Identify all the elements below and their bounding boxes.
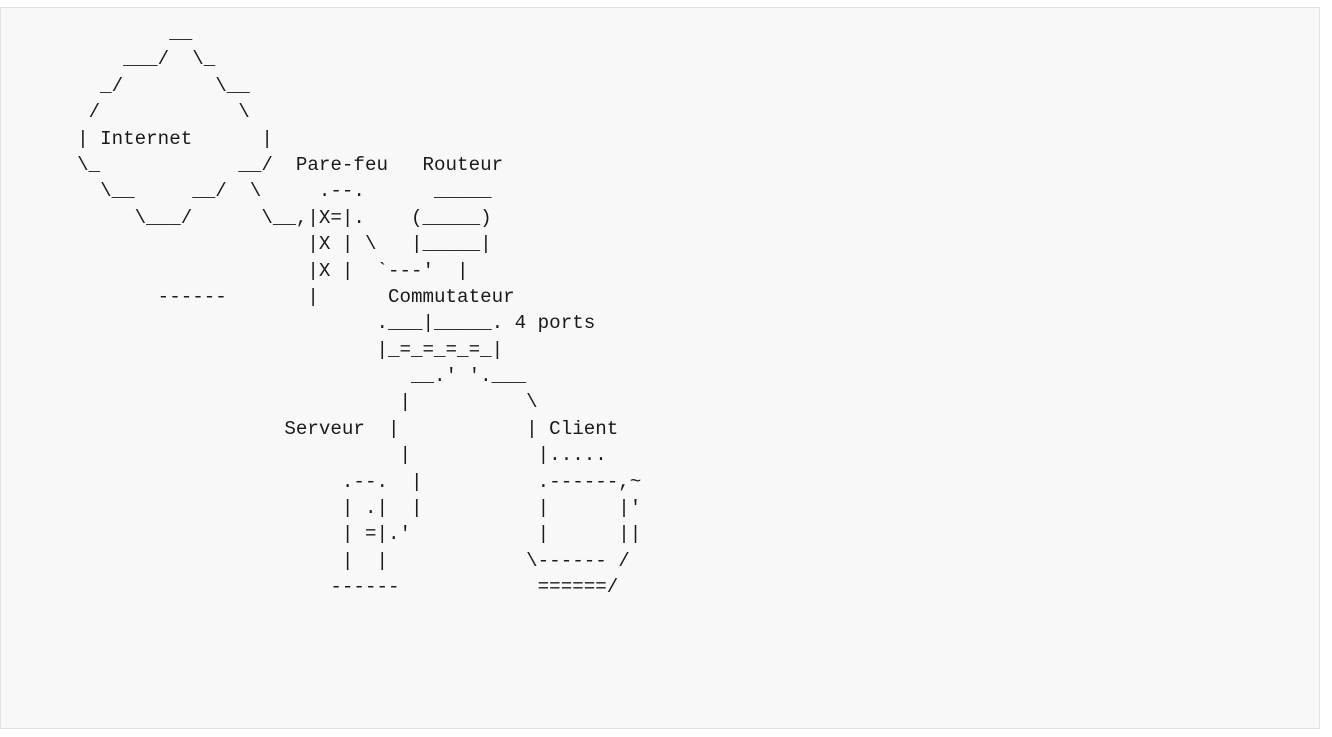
diagram-line: ------ ======/ [8, 576, 619, 599]
diagram-line: __.' '.___ [8, 365, 527, 388]
diagram-line: \___/ \__,|X=|. (_____) [8, 206, 492, 229]
diagram-line: __ [8, 22, 193, 44]
diagram-line: .--. | .------,~ [8, 470, 642, 493]
diagram-line: \_ __/ Pare-feu Routeur [8, 153, 504, 176]
diagram-line: | =|.' | || [8, 523, 642, 546]
diagram-line: \__ __/ \ .--. _____ [8, 180, 492, 203]
diagram-line: / \ [8, 101, 250, 124]
diagram-line: | \ [8, 391, 538, 414]
diagram-line: ------ | Commutateur [8, 285, 515, 308]
diagram-line: | |..... [8, 444, 607, 467]
diagram-line: |_=_=_=_=_| [8, 338, 504, 361]
diagram-line: .___|_____. 4 ports [8, 312, 596, 335]
diagram-line: Serveur | | Client [8, 417, 619, 440]
diagram-line: | Internet | [8, 127, 273, 150]
ascii-network-diagram: __ ___/ \_ _/ \__ / \ | Internet | \_ __… [8, 20, 641, 601]
diagram-line: | | \------ / [8, 549, 630, 572]
diagram-line: | .| | | |' [8, 497, 642, 520]
diagram-line: |X | \ |_____| [8, 233, 492, 256]
diagram-line: _/ \__ [8, 74, 250, 97]
diagram-line: |X | `---' | [8, 259, 469, 282]
code-block: __ ___/ \_ _/ \__ / \ | Internet | \_ __… [0, 7, 1320, 729]
diagram-line: ___/ \_ [8, 48, 216, 71]
